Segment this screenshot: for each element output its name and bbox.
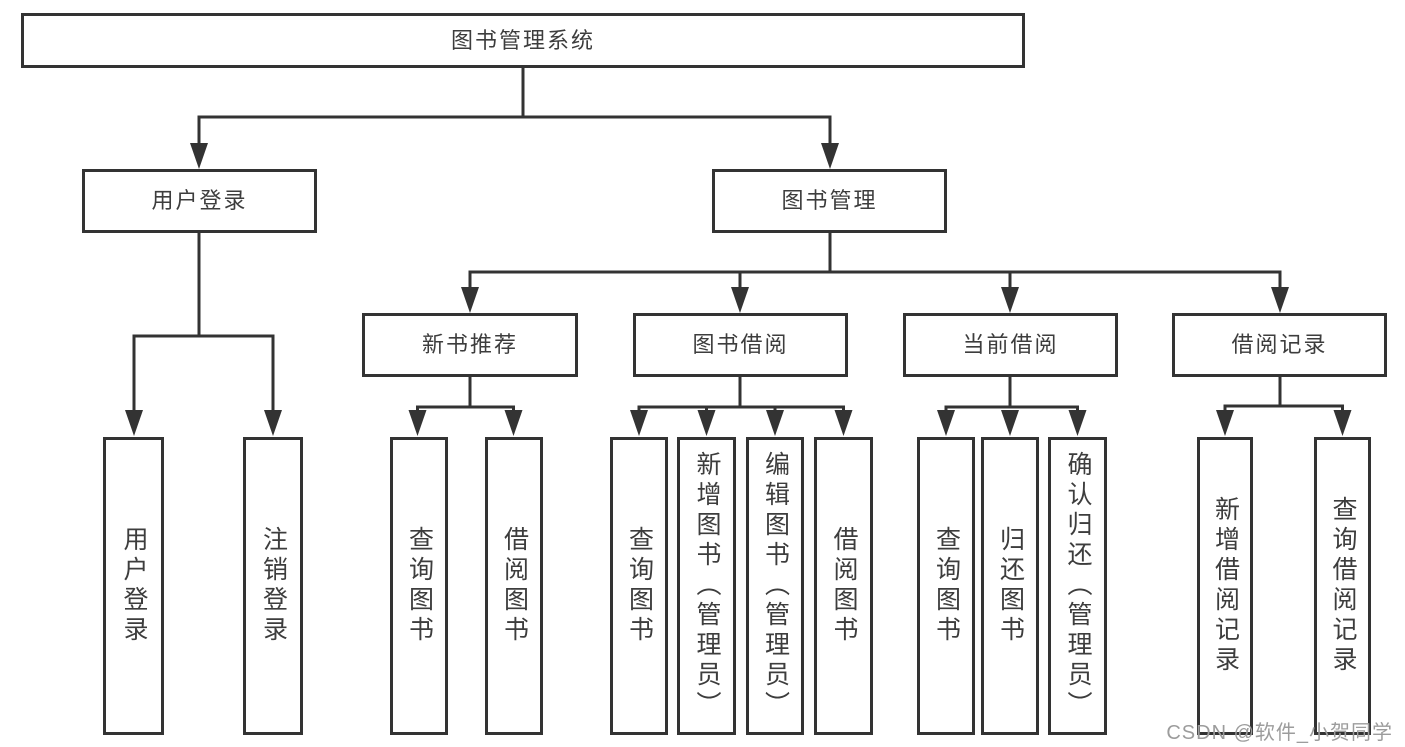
node-book-management: 图书管理 (712, 169, 947, 233)
node-user-login: 用户登录 (82, 169, 317, 233)
leaf-logout: 注销登录 (243, 437, 303, 735)
leaf-borrow-books-recommend: 借阅图书 (485, 437, 543, 735)
leaf-query-borrow-record: 查询借阅记录 (1314, 437, 1371, 735)
arrowheads (125, 143, 1352, 436)
leaf-return-books: 归还图书 (981, 437, 1039, 735)
leaf-add-books-admin: 新增图书（管理员） (677, 437, 736, 735)
leaf-add-borrow-record: 新增借阅记录 (1197, 437, 1253, 735)
node-borrow-records: 借阅记录 (1172, 313, 1387, 377)
node-current-borrow: 当前借阅 (903, 313, 1118, 377)
leaf-edit-books-admin: 编辑图书（管理员） (746, 437, 804, 735)
leaf-query-books-recommend: 查询图书 (390, 437, 448, 735)
leaf-user-login: 用户登录 (103, 437, 164, 735)
leaf-borrow-books: 借阅图书 (814, 437, 873, 735)
watermark: CSDN @软件_小贺同学 (1166, 722, 1393, 744)
leaf-query-books-current: 查询图书 (917, 437, 975, 735)
leaf-query-books-borrow: 查询图书 (610, 437, 668, 735)
node-root-system: 图书管理系统 (21, 13, 1025, 68)
node-new-book-recommend: 新书推荐 (362, 313, 578, 377)
node-book-borrow: 图书借阅 (633, 313, 848, 377)
leaf-confirm-return-admin: 确认归还（管理员） (1048, 437, 1107, 735)
